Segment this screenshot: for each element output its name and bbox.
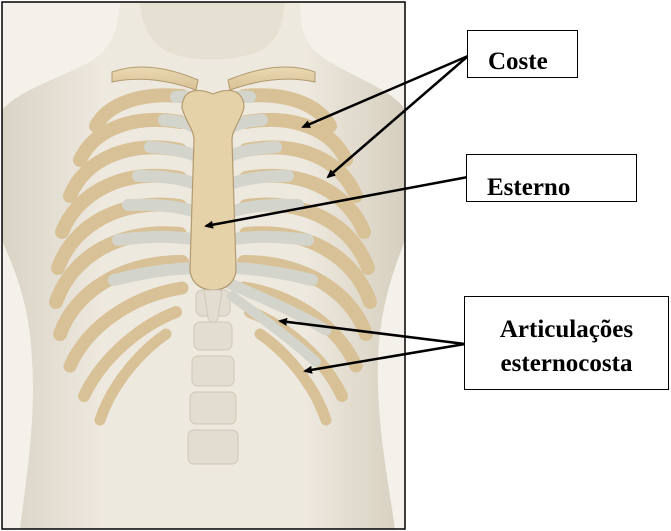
label-esterno: Esterno bbox=[466, 154, 637, 202]
label-articulacoes-line2: esternocosta bbox=[465, 347, 668, 381]
label-articulacoes-line1: Articulações bbox=[465, 313, 668, 347]
illustration bbox=[2, 2, 405, 529]
label-articulacoes: Articulações esternocosta bbox=[464, 296, 669, 390]
label-coste: Coste bbox=[467, 30, 578, 78]
